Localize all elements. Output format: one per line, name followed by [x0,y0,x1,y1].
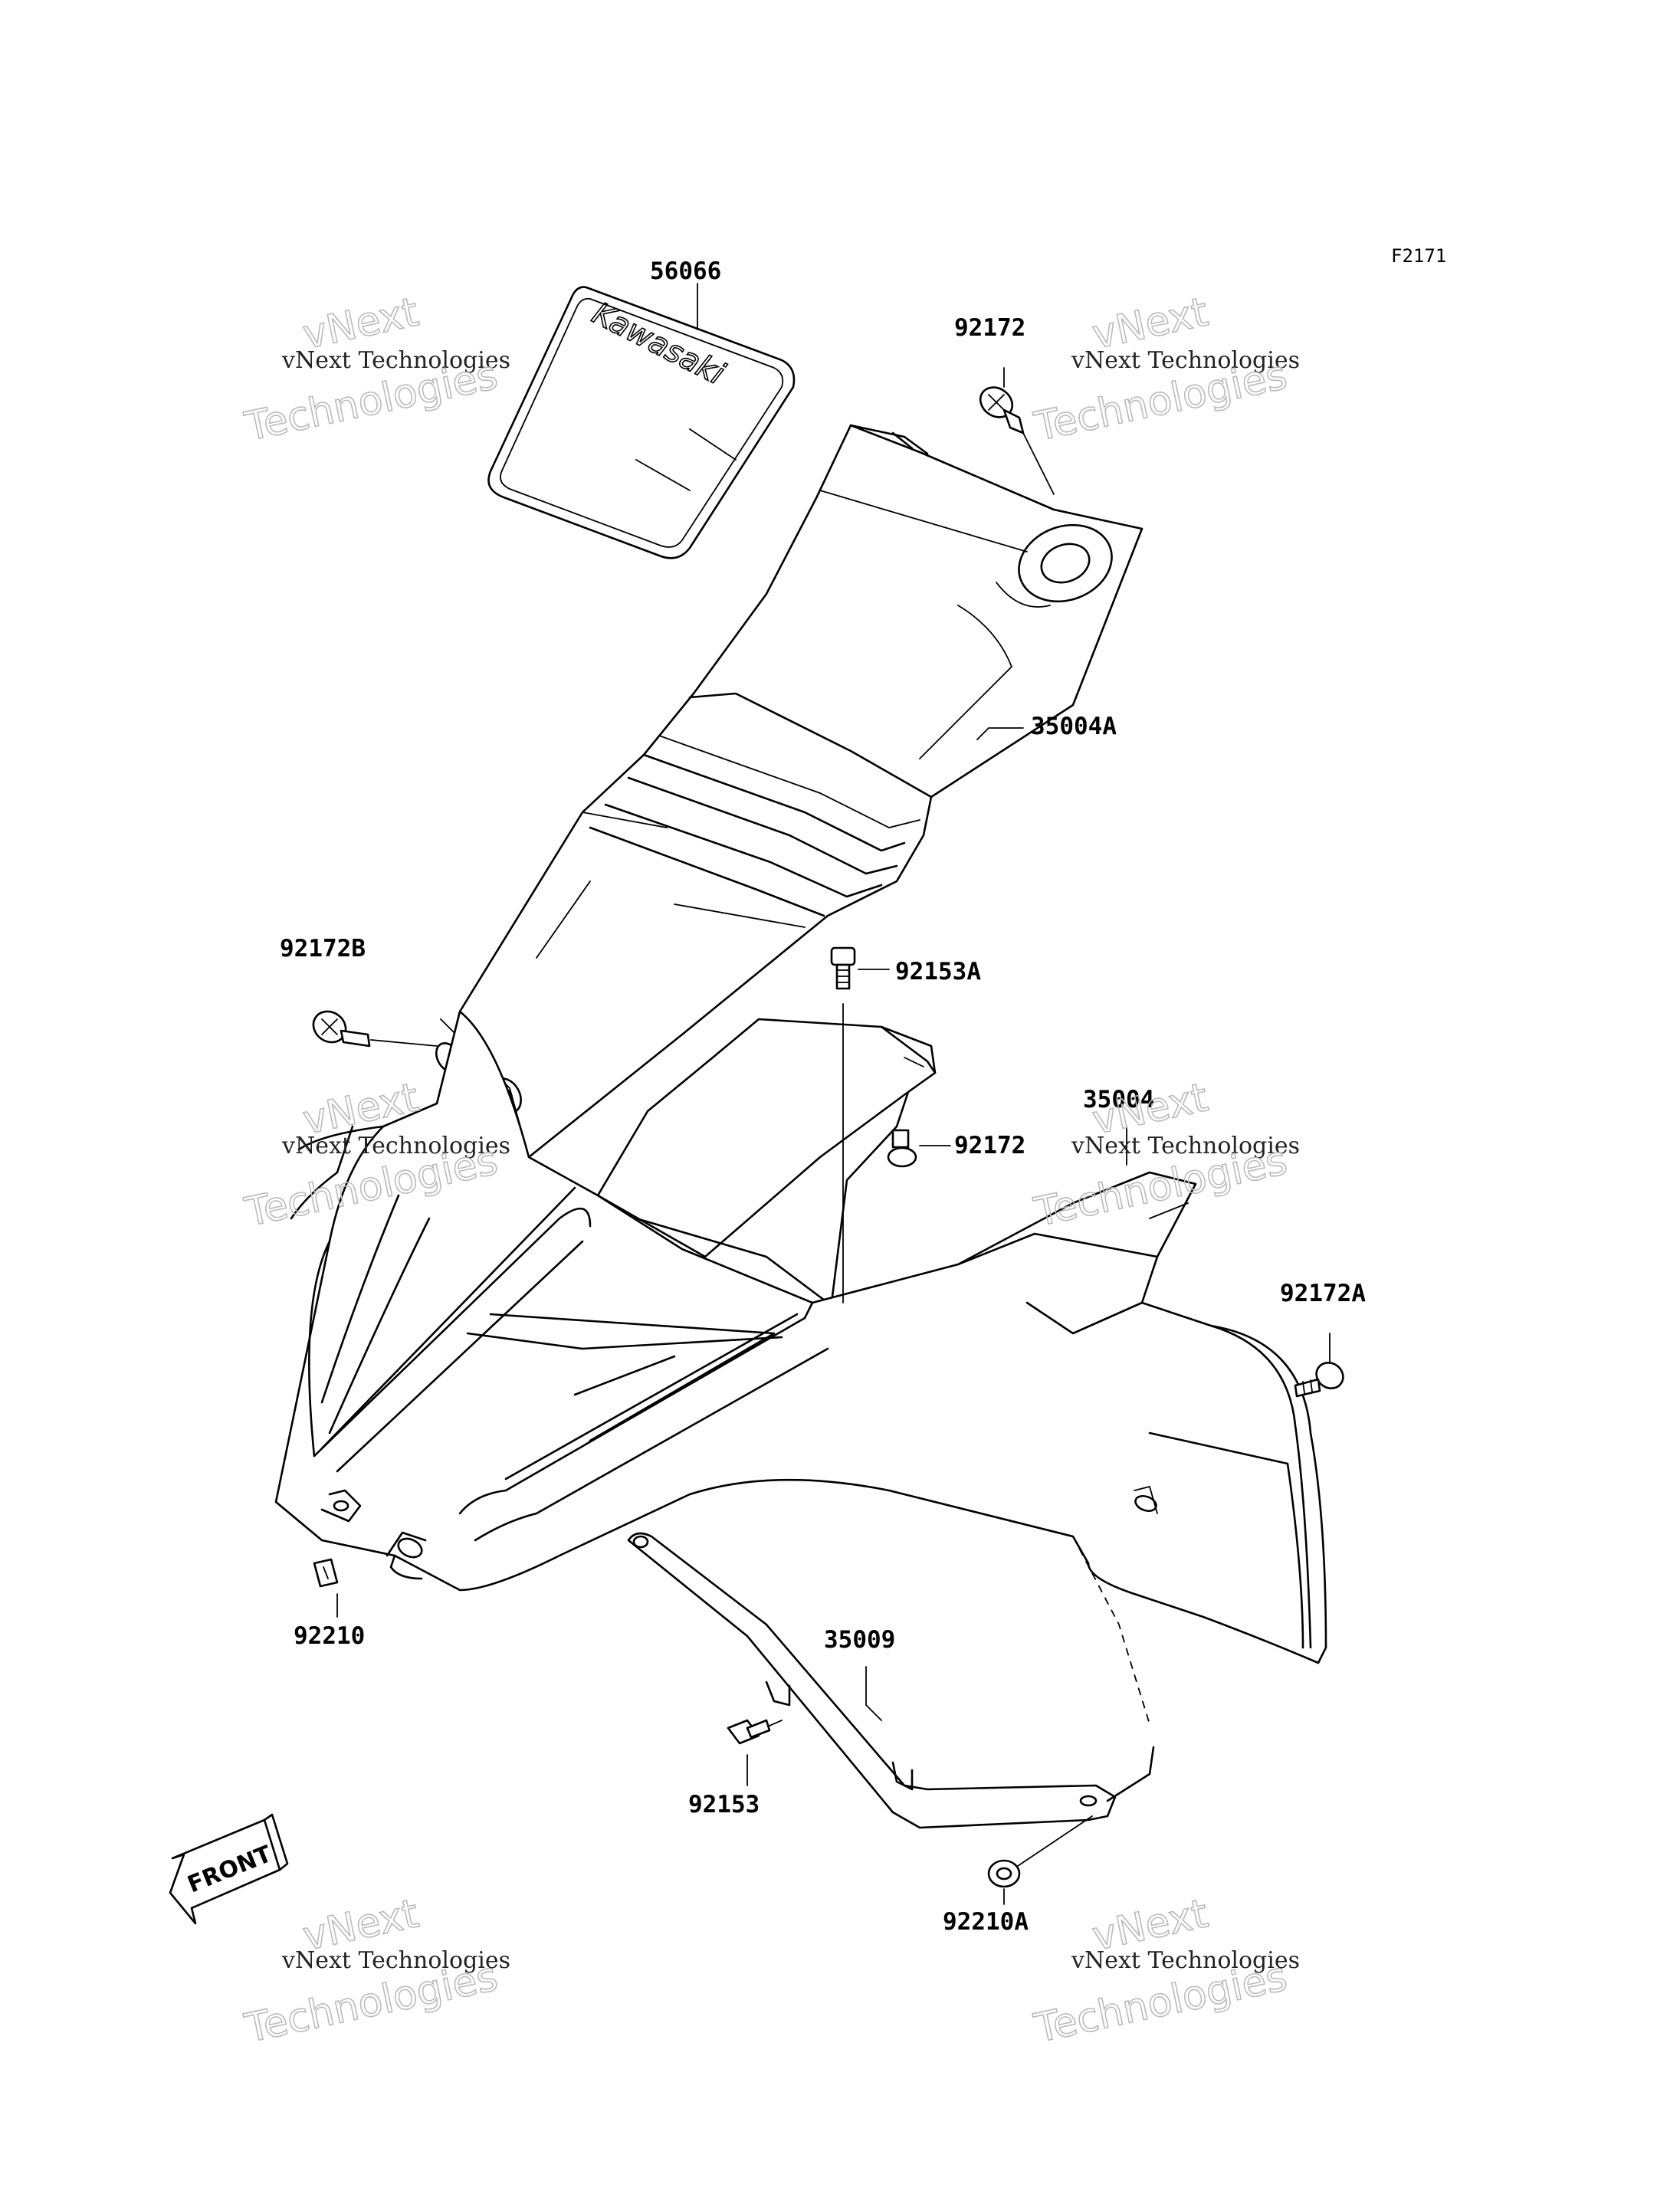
label-92210: 92210 [294,1622,365,1650]
watermark-bottom-right: vNext vNext Technologies Technologies [1029,1890,1300,2053]
figure-id: F2171 [1391,245,1446,267]
decal-56066: Kawasaki [487,286,796,559]
watermark-top-right: vNext vNext Technologies Technologies [1029,289,1300,451]
label-35004A: 35004A [1031,713,1117,740]
bolt-92153 [727,1719,783,1745]
label-56066: 56066 [650,257,721,285]
nut-92210 [313,1558,339,1618]
label-92172-top: 92172 [954,314,1025,342]
svg-text:vNext Technologies: vNext Technologies [281,1133,510,1159]
label-92172-mid: 92172 [954,1132,1025,1159]
front-fender-35004 [274,1010,1327,1725]
label-92172B: 92172B [280,935,366,962]
label-35009: 35009 [824,1626,895,1654]
front-direction-arrow: FRONT [169,1813,289,1925]
nut-92210A [987,1815,1093,1888]
bolt-92172A [1294,1362,1344,1398]
bolt-92172-top [979,386,1055,495]
leader-lines [697,283,1331,1905]
bolt-92172B [312,1010,438,1048]
svg-text:vNext Technologies: vNext Technologies [281,347,510,374]
svg-text:vNext Technologies: vNext Technologies [1071,347,1300,374]
watermark-top-left: vNext vNext Technologies Technologies [240,289,510,451]
label-35004: 35004 [1083,1086,1154,1113]
svg-text:vNext Technologies: vNext Technologies [1071,1133,1300,1159]
label-92210A: 92210A [943,1908,1029,1936]
watermark-bottom-left: vNext vNext Technologies Technologies [240,1890,510,2053]
label-92153: 92153 [688,1791,760,1818]
bolt-92172-mid [887,1129,917,1168]
part-labels: 56066 92172 35004A 92172B 92153A 35004 9… [280,257,1366,1936]
svg-text:vNext Technologies: vNext Technologies [1071,1947,1300,1974]
label-92153A: 92153A [895,958,981,985]
label-92172A: 92172A [1280,1280,1366,1307]
bolt-92153A [830,946,856,1303]
bracket-35009 [627,1532,1155,1829]
svg-text:vNext Technologies: vNext Technologies [281,1947,510,1974]
